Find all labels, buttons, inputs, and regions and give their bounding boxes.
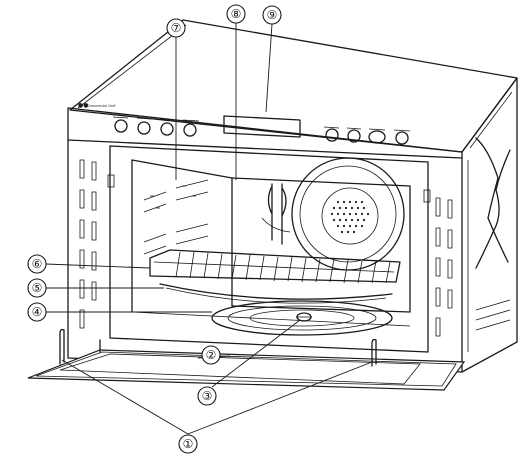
wire-rack	[149, 249, 401, 284]
callout-label-7: ⑦	[171, 21, 182, 35]
callout-label-2: ②	[206, 348, 217, 362]
callout-label-4: ④	[32, 305, 43, 319]
control-knob[interactable]	[368, 130, 386, 144]
callout-2: ②	[201, 345, 221, 365]
door-hook	[371, 338, 377, 367]
callout-7: ⑦	[166, 18, 186, 38]
callout-4: ④	[27, 302, 47, 322]
front-frame	[67, 107, 463, 373]
callout-1: ①	[178, 434, 198, 454]
control-knob[interactable]	[160, 122, 174, 136]
callout-label-3: ③	[202, 389, 213, 403]
control-knob[interactable]	[395, 131, 409, 145]
door-hook	[59, 328, 65, 365]
control-panel: ●● Commercial Chef	[78, 102, 411, 145]
control-knob[interactable]	[114, 119, 128, 133]
cabinet	[69, 19, 518, 373]
callout-8: ⑧	[226, 4, 246, 24]
display-window	[223, 115, 301, 138]
callout-5: ⑤	[27, 278, 47, 298]
control-knob[interactable]	[325, 128, 339, 142]
callout-label-5: ⑤	[32, 281, 43, 295]
callout-label-1: ①	[183, 437, 194, 451]
control-knob[interactable]	[183, 123, 197, 137]
control-knob[interactable]	[137, 121, 151, 135]
callout-label-6: ⑥	[32, 257, 43, 271]
oven-cavity	[131, 157, 411, 327]
control-knob[interactable]	[347, 129, 361, 143]
callout-label-8: ⑧	[231, 7, 242, 21]
brand-logo: ●●	[78, 102, 88, 109]
callout-label-9: ⑨	[267, 8, 278, 22]
callout-3: ③	[197, 386, 217, 406]
brand-label: Commercial Chef	[88, 104, 116, 108]
turntable	[211, 300, 393, 336]
callout-9: ⑨	[262, 5, 282, 25]
callout-6: ⑥	[27, 254, 47, 274]
door	[27, 328, 466, 391]
glass-tray	[159, 283, 393, 304]
